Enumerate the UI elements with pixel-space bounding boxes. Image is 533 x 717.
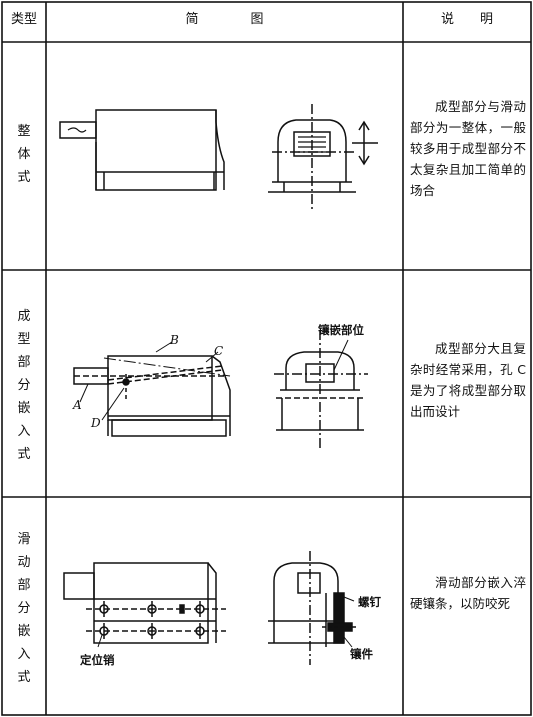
label-insert-position: 镶嵌部位 <box>318 323 364 337</box>
row1-front-view <box>268 104 378 212</box>
row2-front-view <box>274 330 368 448</box>
header-type: 类型 <box>10 12 37 27</box>
row3-front-view <box>268 551 358 665</box>
row2-desc: 成型部分大且复杂时经常采用，孔 C 是为了将成型部分取出而设计 <box>410 341 526 419</box>
row3-side-view <box>63 562 226 648</box>
header-note: 说 明 <box>440 12 493 27</box>
row3-diagram <box>63 551 358 665</box>
row2-side-view <box>73 341 231 437</box>
label-d: D <box>91 416 101 430</box>
label-a: A <box>73 398 82 412</box>
row3-desc: 滑动部分嵌入淬硬镶条，以防咬死 <box>410 575 526 611</box>
row2-diagram <box>73 330 368 448</box>
row2-type: 成 型 部 分 嵌 入 式 <box>17 309 31 462</box>
header-diagram: 简 图 <box>185 12 264 27</box>
label-insert-part: 镶件 <box>350 647 373 661</box>
row1-diagram <box>59 104 378 212</box>
row1-type: 整 体 式 <box>17 124 31 185</box>
label-c: C <box>214 344 224 358</box>
row1-desc: 成型部分与滑动部分为一整体，一般较多用于成型部分不太复杂且加工简单的场合 <box>410 99 526 198</box>
label-b: B <box>170 333 179 347</box>
label-screw: 螺钉 <box>358 595 381 609</box>
label-locating-pin: 定位销 <box>80 653 115 667</box>
row1-side-view <box>59 109 225 191</box>
row3-type: 滑 动 部 分 嵌 入 式 <box>17 532 31 685</box>
